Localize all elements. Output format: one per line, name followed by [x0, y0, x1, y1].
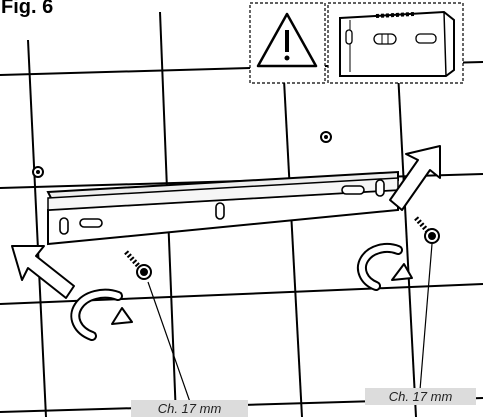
wall-hole-left [32, 166, 44, 178]
wrench-size-callout-right: Ch. 17 mm [365, 388, 476, 405]
warning-triangle-icon [256, 12, 318, 68]
callout-leaders [147, 243, 433, 403]
spirit-level-box [327, 2, 464, 84]
rotation-arrow-right-icon [356, 242, 413, 291]
figure-title: Fig. 6 [0, 0, 58, 19]
rotation-arrow-left-icon [70, 288, 133, 341]
warning-box [249, 2, 326, 84]
wall-bracket [46, 170, 399, 246]
direction-arrow-left-icon [11, 245, 75, 299]
spirit-level-icon [339, 10, 455, 77]
direction-arrow-right-icon [389, 145, 441, 211]
wrench-size-callout-left: Ch. 17 mm [131, 400, 248, 417]
wall-hole-right [320, 131, 332, 143]
wall-screw-left [124, 250, 152, 280]
wall-screw-right [414, 216, 440, 244]
